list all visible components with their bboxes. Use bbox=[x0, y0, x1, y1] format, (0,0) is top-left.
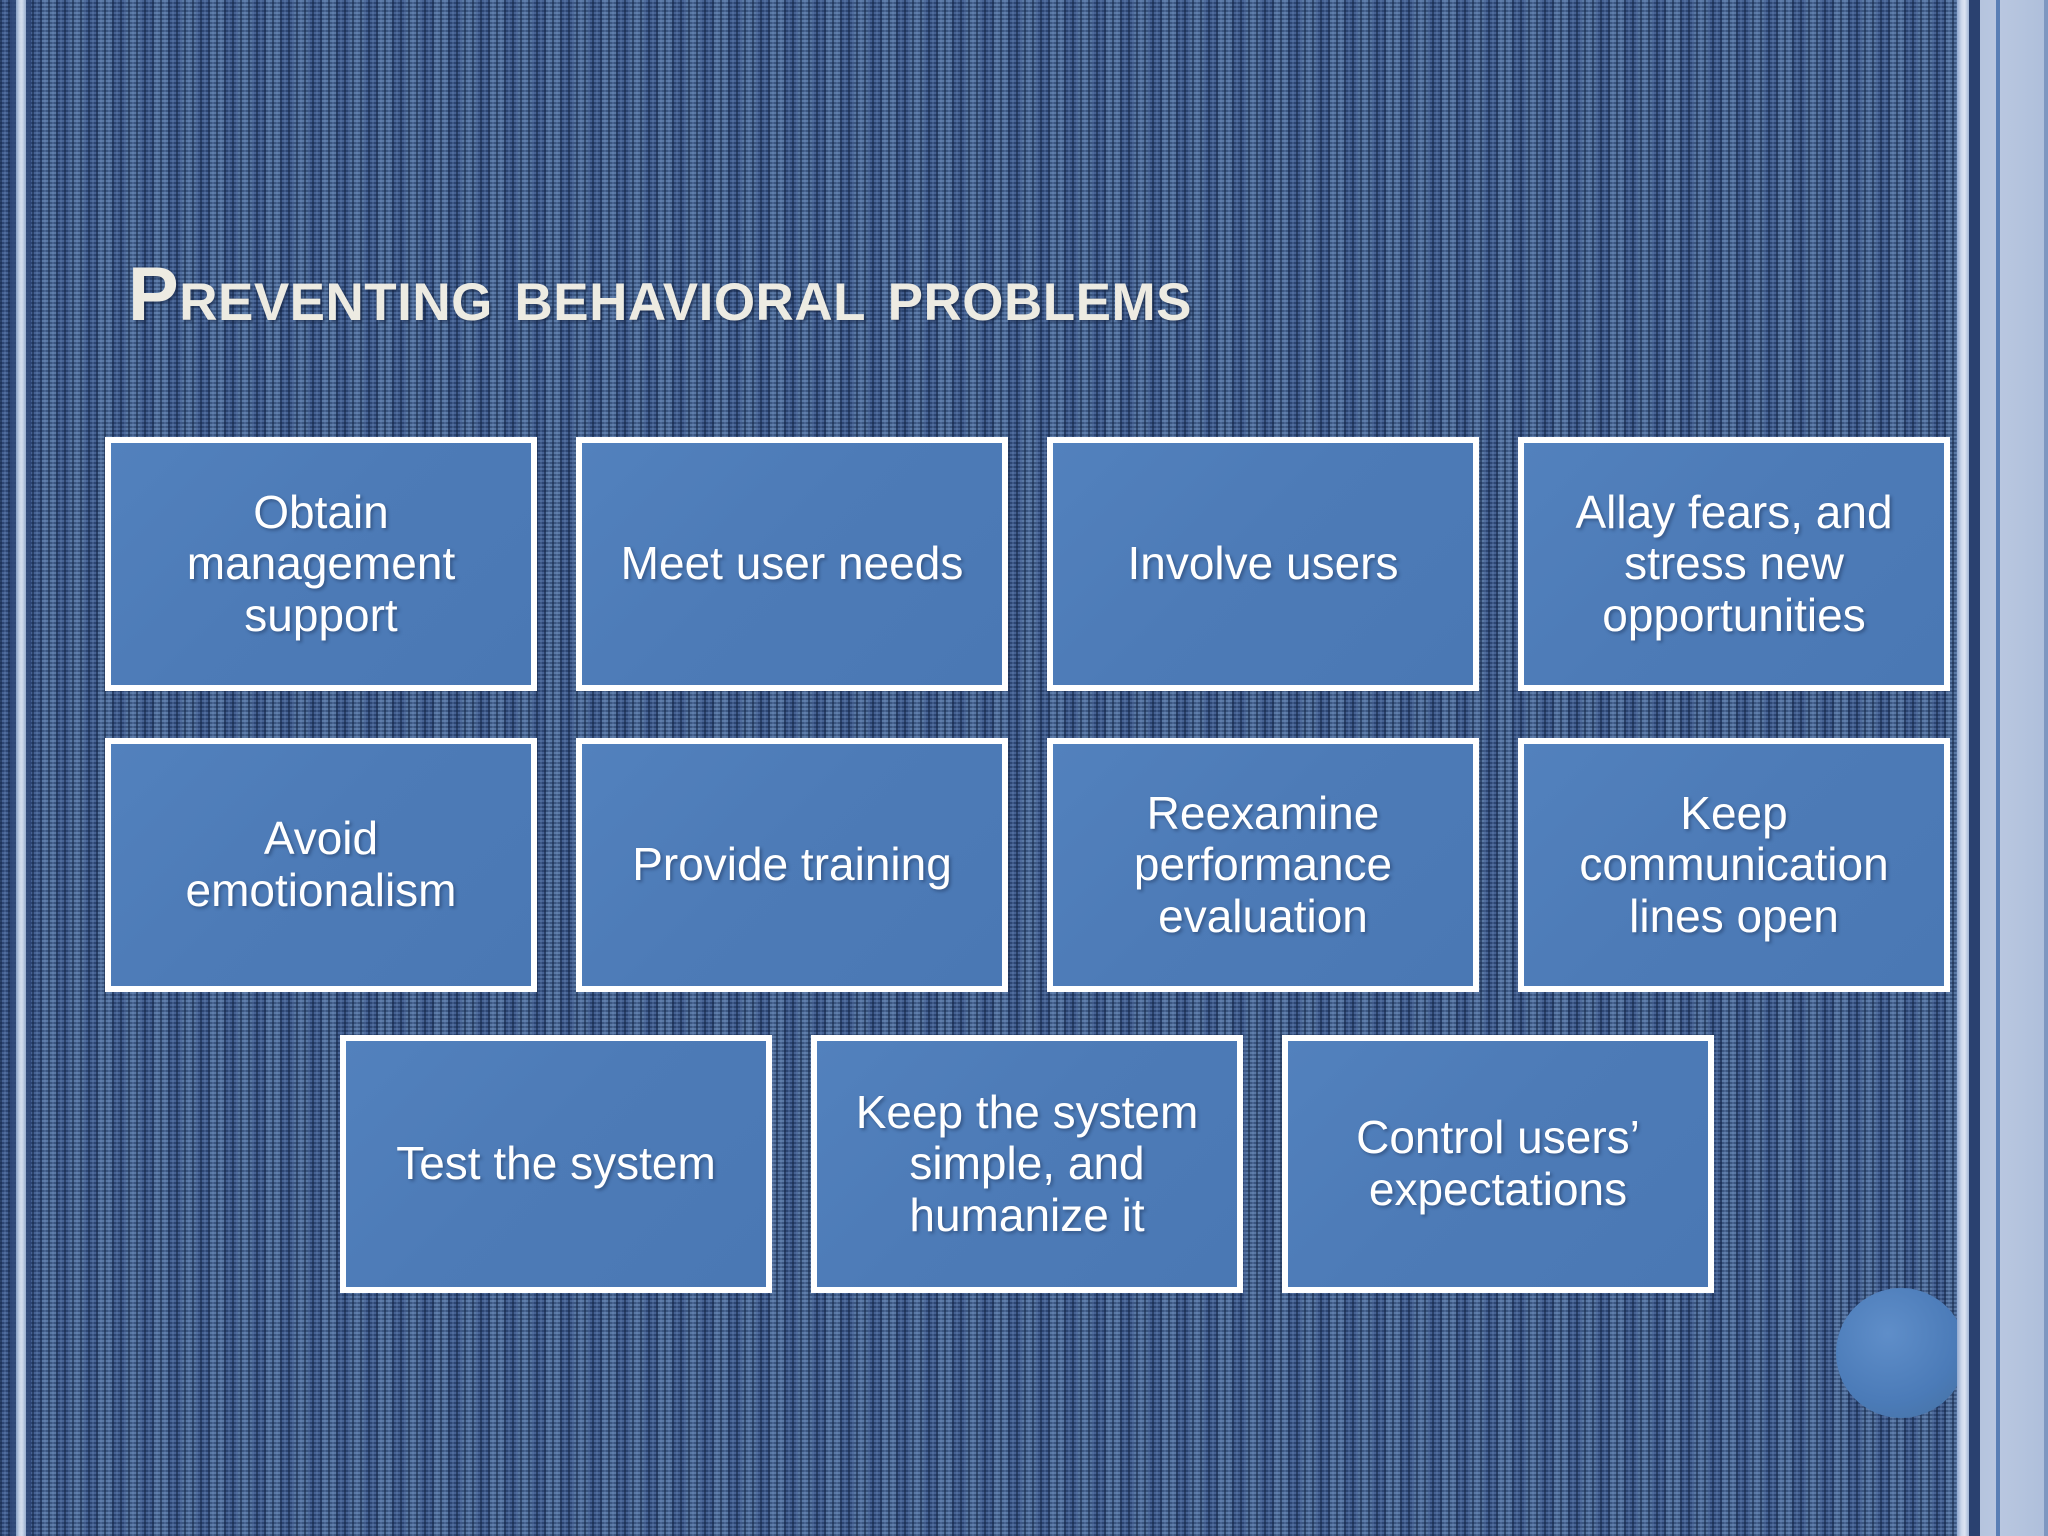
right-edge-panel bbox=[1980, 0, 2048, 1536]
content-box-label: Control users’ expectations bbox=[1356, 1111, 1640, 1215]
content-box-test-the-system[interactable]: Test the system bbox=[340, 1035, 772, 1293]
content-box-label: Involve users bbox=[1127, 537, 1399, 590]
content-box-label: Meet user needs bbox=[620, 537, 964, 590]
content-box-keep-communication-lines-open[interactable]: Keep communication lines open bbox=[1518, 738, 1950, 992]
content-box-control-users-expectations[interactable]: Control users’ expectations bbox=[1282, 1035, 1714, 1293]
right-edge-dark-stripe bbox=[1969, 0, 1980, 1536]
content-box-label: Allay fears, and stress new opportunitie… bbox=[1575, 485, 1893, 641]
left-edge-dark-stripe bbox=[10, 0, 16, 1536]
content-box-provide-training[interactable]: Provide training bbox=[576, 738, 1008, 992]
accent-circle bbox=[1836, 1288, 1966, 1418]
right-edge-light-stripe bbox=[1957, 0, 1969, 1536]
content-box-label: Provide training bbox=[632, 838, 952, 891]
right-edge-hairline-2 bbox=[2044, 0, 2048, 1536]
content-box-label: Avoid emotionalism bbox=[185, 812, 457, 916]
content-box-reexamine-performance-evaluation[interactable]: Reexamine performance evaluation bbox=[1047, 738, 1479, 992]
content-box-obtain-management-support[interactable]: Obtain management support bbox=[105, 437, 537, 691]
content-box-label: Keep the system simple, and humanize it bbox=[855, 1085, 1199, 1241]
content-box-label: Reexamine performance evaluation bbox=[1133, 786, 1393, 942]
left-edge-dark-stripe-2 bbox=[26, 0, 31, 1536]
right-edge-hairline bbox=[1996, 0, 2000, 1536]
left-edge-stripe bbox=[16, 0, 26, 1536]
content-box-meet-user-needs[interactable]: Meet user needs bbox=[576, 437, 1008, 691]
content-box-avoid-emotionalism[interactable]: Avoid emotionalism bbox=[105, 738, 537, 992]
content-box-allay-fears[interactable]: Allay fears, and stress new opportunitie… bbox=[1518, 437, 1950, 691]
content-box-label: Test the system bbox=[396, 1137, 716, 1190]
content-box-label: Obtain management support bbox=[186, 485, 456, 641]
content-box-keep-system-simple[interactable]: Keep the system simple, and humanize it bbox=[811, 1035, 1243, 1293]
page-title: Preventing behavioral problems bbox=[128, 251, 1192, 337]
content-box-label: Keep communication lines open bbox=[1579, 786, 1889, 942]
content-box-involve-users[interactable]: Involve users bbox=[1047, 437, 1479, 691]
